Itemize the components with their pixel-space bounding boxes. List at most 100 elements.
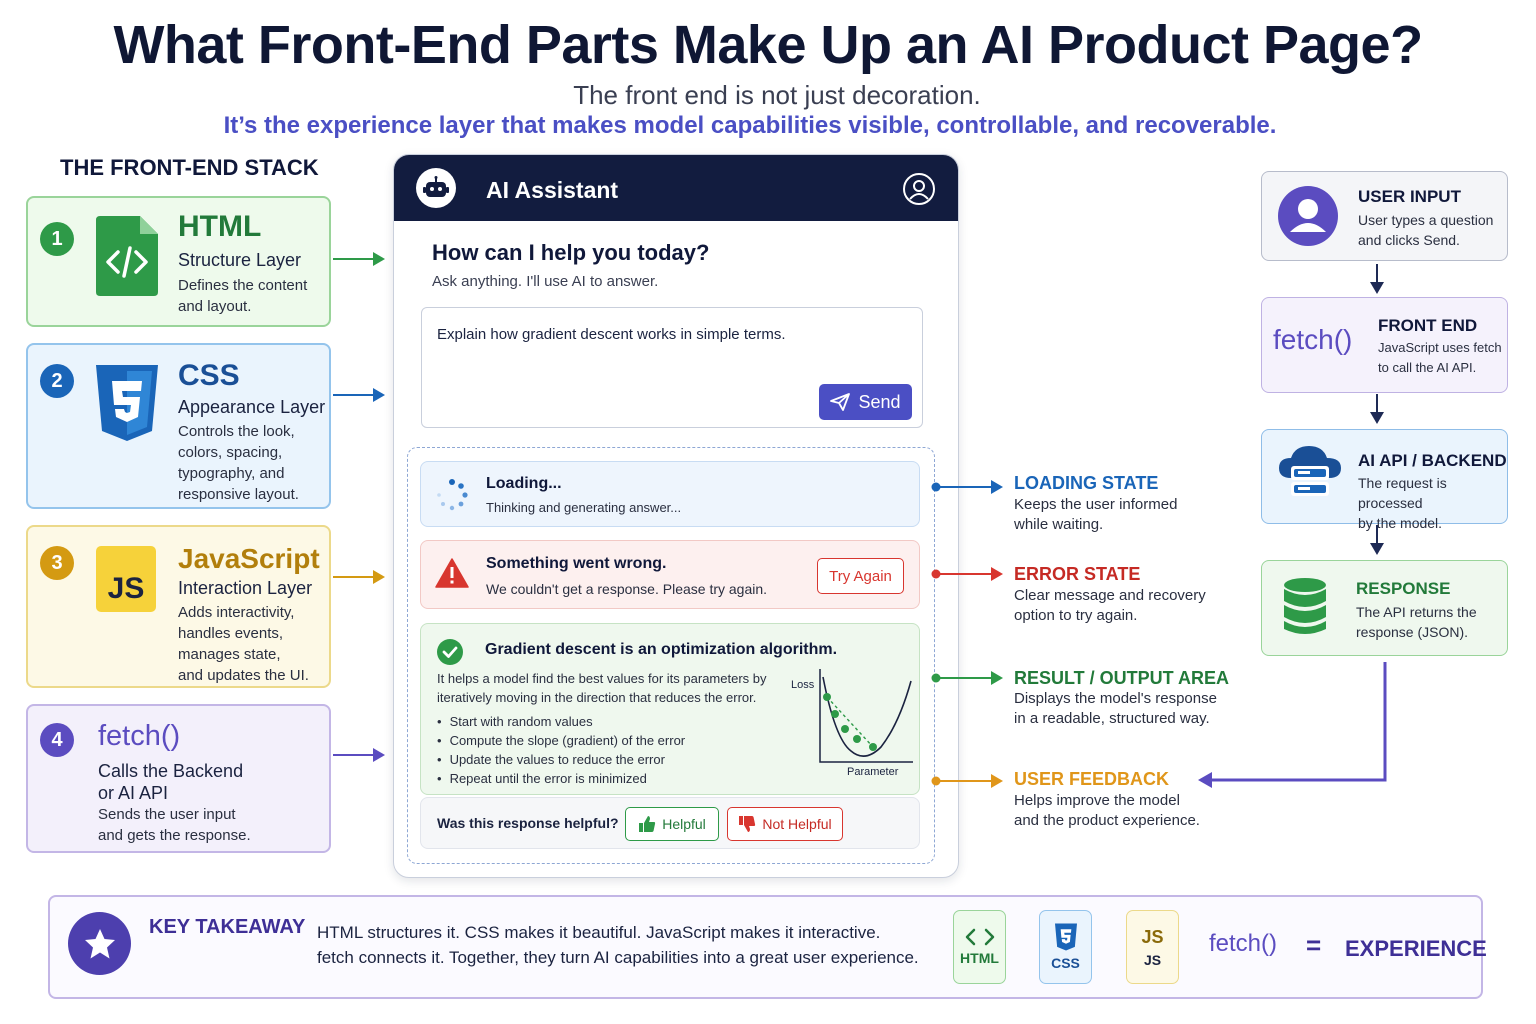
callout-feedback-title: USER FEEDBACK bbox=[1014, 769, 1170, 789]
page-title: What Front-End Parts Make Up an AI Produ… bbox=[113, 15, 1423, 75]
flow-title: USER INPUT bbox=[1358, 187, 1461, 206]
arrow-js bbox=[333, 576, 375, 578]
question-textarea[interactable] bbox=[421, 307, 923, 428]
question-text: Explain how gradient descent works in si… bbox=[437, 326, 786, 343]
page-tagline: It’s the experience layer that makes mod… bbox=[223, 112, 1277, 139]
html-file-icon bbox=[96, 216, 158, 301]
prompt-subheading: Ask anything. I'll use AI to answer. bbox=[432, 273, 659, 290]
html-chip: HTML bbox=[953, 910, 1006, 984]
star-icon bbox=[68, 912, 131, 975]
thumbs-down-icon bbox=[739, 816, 756, 832]
arrowhead bbox=[373, 252, 385, 266]
result-body: It helps a model find the best values fo… bbox=[437, 671, 767, 705]
layer-role: Appearance Layer bbox=[178, 397, 326, 417]
javascript-logo-icon: JS bbox=[96, 546, 156, 612]
flow-api-backend-card: AI API / BACKEND The request is processe… bbox=[1261, 429, 1508, 531]
user-account-icon[interactable] bbox=[903, 173, 935, 205]
warning-triangle-icon bbox=[435, 558, 469, 588]
list-item: Compute the slope (gradient) of the erro… bbox=[437, 731, 686, 750]
arrow-html bbox=[333, 258, 375, 260]
css3-shield-icon bbox=[1054, 923, 1077, 951]
layer-desc: Adds interactivity,handles events,manage… bbox=[178, 604, 309, 684]
javascript-logo-icon: JS bbox=[1141, 926, 1164, 947]
helpful-button[interactable]: Helpful bbox=[625, 807, 719, 841]
layer-javascript-card: 3 JS JavaScript Interaction Layer Adds i… bbox=[26, 525, 331, 688]
list-item: Start with random values bbox=[437, 712, 685, 731]
user-avatar-icon bbox=[1278, 186, 1338, 246]
css-chip: CSS bbox=[1039, 910, 1092, 984]
css3-shield-icon bbox=[96, 365, 158, 446]
result-bullets: Start with random values Compute the slo… bbox=[437, 712, 686, 788]
arrow-fetch bbox=[333, 754, 375, 756]
layer-desc: Controls the look,colors, spacing,typogr… bbox=[178, 423, 299, 503]
layer-name: CSS bbox=[178, 359, 240, 392]
paper-plane-icon bbox=[830, 393, 851, 411]
parameter-axis-label: Parameter bbox=[847, 766, 899, 778]
flow-title: FRONT END bbox=[1378, 316, 1478, 335]
takeaway-text: HTML structures it. CSS makes it beautif… bbox=[317, 923, 919, 967]
layer-number: 4 bbox=[40, 723, 74, 757]
takeaway-fetch-label: fetch() bbox=[1209, 930, 1278, 957]
robot-icon bbox=[416, 168, 456, 208]
panel-header: AI Assistant bbox=[394, 155, 958, 221]
arrowhead bbox=[373, 570, 385, 584]
layer-number: 2 bbox=[40, 364, 74, 398]
spinner-icon bbox=[437, 479, 468, 511]
prompt-heading: How can I help you today? bbox=[432, 240, 710, 265]
equals-sign: = bbox=[1306, 930, 1322, 960]
takeaway-result: EXPERIENCE bbox=[1345, 936, 1487, 961]
not-helpful-label: Not Helpful bbox=[762, 816, 832, 832]
stack-title: THE FRONT-END STACK bbox=[60, 155, 319, 180]
list-item: Update the values to reduce the error bbox=[437, 750, 685, 769]
database-icon bbox=[1284, 578, 1326, 634]
layer-html-card: 1 HTML Structure Layer Defines the conte… bbox=[26, 196, 331, 327]
layer-number: 1 bbox=[40, 222, 74, 256]
flow-title: RESPONSE bbox=[1356, 579, 1451, 598]
layer-number: 3 bbox=[40, 546, 74, 580]
send-label: Send bbox=[858, 391, 901, 412]
page-subtitle: The front end is not just decoration. bbox=[573, 80, 981, 110]
not-helpful-button[interactable]: Not Helpful bbox=[727, 807, 843, 841]
arrowhead bbox=[1370, 412, 1384, 424]
callout-error-title: ERROR STATE bbox=[1014, 564, 1141, 584]
flow-arrow bbox=[1376, 394, 1378, 414]
error-subtitle: We couldn't get a response. Please try a… bbox=[486, 581, 768, 597]
result-title: Gradient descent is an optimization algo… bbox=[485, 641, 838, 658]
callout-loading-title: LOADING STATE bbox=[1014, 473, 1159, 493]
error-title: Something went wrong. bbox=[486, 555, 667, 572]
arrowhead bbox=[373, 748, 385, 762]
loading-subtitle: Thinking and generating answer... bbox=[486, 500, 682, 515]
takeaway-title: KEY TAKEAWAY bbox=[149, 916, 306, 938]
thumbs-up-icon bbox=[639, 816, 656, 832]
send-button[interactable]: Send bbox=[819, 384, 912, 420]
callout-result-title: RESULT / OUTPUT AREA bbox=[1014, 668, 1229, 688]
loss-axis-label: Loss bbox=[791, 679, 815, 691]
loading-title: Loading... bbox=[486, 475, 562, 492]
callout-connectors bbox=[931, 480, 1003, 788]
layer-name: JavaScript bbox=[178, 543, 320, 574]
check-circle-icon bbox=[437, 639, 463, 665]
key-takeaway-banner bbox=[48, 895, 1483, 999]
list-item: Repeat until the error is minimized bbox=[437, 769, 685, 788]
helpful-label: Helpful bbox=[662, 816, 706, 832]
try-again-button[interactable]: Try Again bbox=[817, 558, 904, 594]
flow-title: AI API / BACKEND bbox=[1358, 451, 1507, 470]
panel-title: AI Assistant bbox=[486, 177, 619, 203]
code-brackets-icon bbox=[965, 928, 994, 946]
feedback-question: Was this response helpful? bbox=[437, 815, 619, 831]
flow-arrow bbox=[1376, 525, 1378, 545]
cloud-server-icon bbox=[1279, 446, 1341, 496]
